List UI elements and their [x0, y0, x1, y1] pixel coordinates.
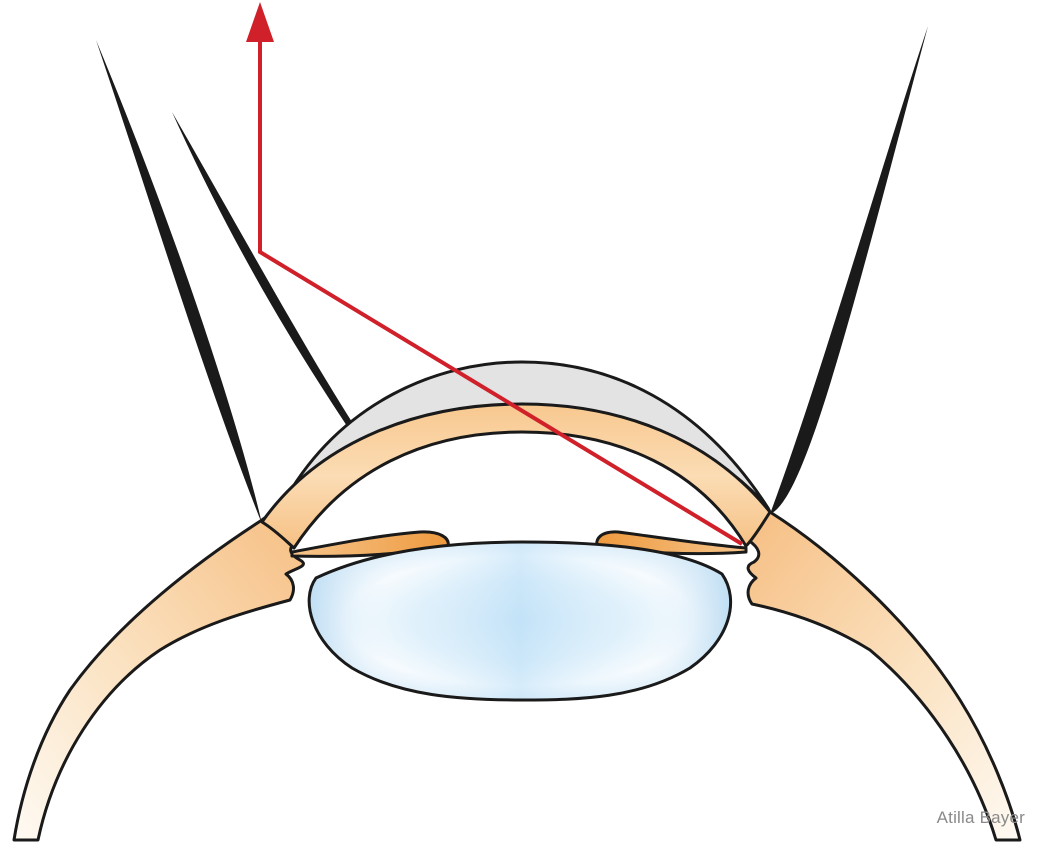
right-eyelid-line [770, 26, 928, 514]
author-credit: Atilla Bayer [936, 808, 1025, 827]
eyelid-lines [96, 26, 928, 524]
light-ray-arrow [246, 2, 744, 546]
left-outer-eyelid-line [96, 40, 262, 524]
arrowhead-icon [246, 2, 274, 42]
corneal-tissue [260, 402, 772, 550]
crystalline-lens [307, 540, 733, 702]
left-inner-eyelid-line [172, 112, 352, 426]
left-sclera [12, 503, 305, 842]
right-sclera [746, 506, 1022, 842]
light-ray-path [258, 40, 744, 546]
